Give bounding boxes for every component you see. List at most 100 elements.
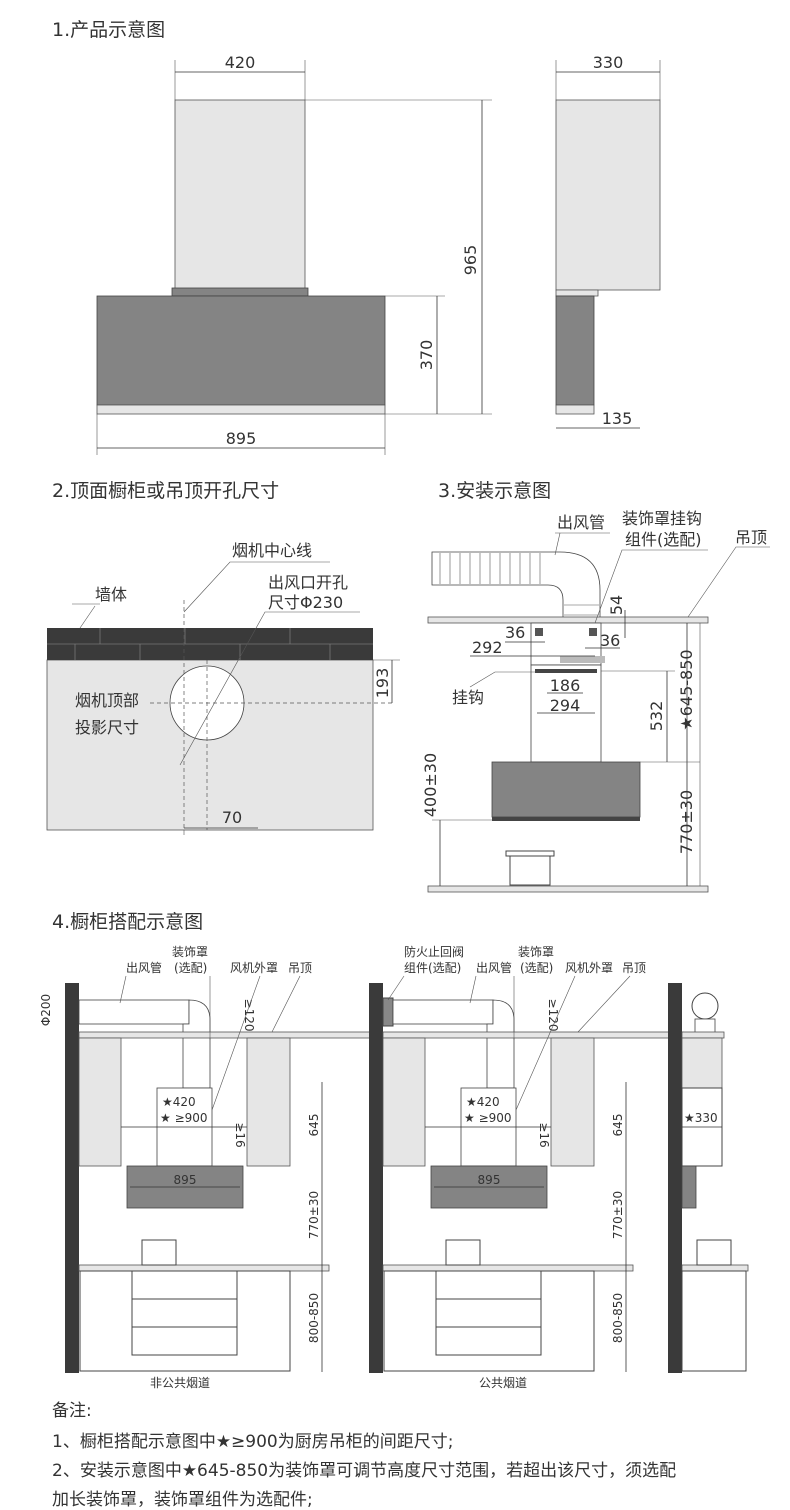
dim-900: ★ ≥900 <box>160 1111 208 1125</box>
label-cover-2: (选配) <box>520 961 553 975</box>
fire-check-valve <box>382 997 394 1027</box>
label-valve-1: 防火止回阀 <box>404 944 464 959</box>
cutout-diagram: 70 193 烟机中心线 墙体 出风口开孔 尺寸Φ230 烟机顶部 投影尺寸 <box>46 541 400 835</box>
stove-top <box>427 885 709 893</box>
label-ceiling: 吊顶 <box>735 528 767 547</box>
label-centerline: 烟机中心线 <box>232 541 312 560</box>
dim-532: 532 <box>647 701 666 732</box>
countertop <box>78 1264 330 1272</box>
dim-phi200: Φ200 <box>39 994 53 1026</box>
ceiling-plate <box>427 616 709 624</box>
install-diagram: ★645-850 770±30 532 400±30 54 36 36 292 … <box>421 509 770 893</box>
cabinet-diagram-side: ★330 <box>668 983 749 1373</box>
note-1: 1、橱柜搭配示意图中★≥900为厨房吊柜的间距尺寸; <box>52 1432 454 1452</box>
label-duct: 出风管 <box>476 960 512 975</box>
dim-900: ★ ≥900 <box>464 1111 512 1125</box>
wall-cabinet-left <box>78 1037 122 1167</box>
dim-420: ★420 <box>466 1095 500 1109</box>
dim-120: ≥120 <box>242 999 256 1032</box>
hook-bar <box>535 669 597 673</box>
label-cover-1: 装饰罩 <box>172 945 208 959</box>
label-projection-2: 投影尺寸 <box>75 718 139 737</box>
label-valve-2: 组件(选配) <box>404 961 461 975</box>
chimney-front <box>174 99 306 291</box>
wall-cabinet-right <box>246 1037 291 1167</box>
side-view: 330 135 <box>555 53 661 429</box>
label-hook: 挂钩 <box>452 688 484 707</box>
chimney-side <box>555 99 661 291</box>
hood-body-side <box>555 295 595 406</box>
hood-body <box>491 761 641 818</box>
note-3: 加长装饰罩，装饰罩组件为选配件; <box>52 1490 313 1510</box>
pot <box>141 1239 177 1266</box>
wall-bricks <box>65 983 79 1373</box>
dim-370: 370 <box>417 340 436 371</box>
dim-16: ≥16 <box>537 1122 551 1147</box>
dim-645: 645 <box>611 1114 625 1137</box>
dim-36a: 36 <box>505 623 525 642</box>
note-2: 2、安装示意图中★645-850为装饰罩可调节高度尺寸范围，若超出该尺寸，须选配 <box>52 1461 677 1481</box>
chimney-base <box>171 287 309 297</box>
label-hook-kit-2: 组件(选配) <box>625 530 702 549</box>
dim-800: 800-850 <box>307 1293 321 1343</box>
dim-420: ★420 <box>162 1095 196 1109</box>
pot <box>445 1239 481 1266</box>
decorative-cover <box>530 664 602 763</box>
dim-800: 800-850 <box>611 1293 625 1343</box>
notes-heading: 备注: <box>52 1401 92 1421</box>
pot <box>509 854 551 886</box>
hood-body-front <box>96 295 386 406</box>
dim-770: 770±30 <box>677 790 696 854</box>
section1-title: 1.产品示意图 <box>52 19 165 41</box>
dim-770: 770±30 <box>611 1191 625 1239</box>
dim-186: 186 <box>550 676 581 695</box>
label-duct: 出风管 <box>126 960 162 975</box>
label-ceiling: 吊顶 <box>622 961 646 975</box>
dim-54: 54 <box>607 595 626 615</box>
dim-895: 895 <box>226 429 257 448</box>
label-cover-2: (选配) <box>174 961 207 975</box>
ceiling <box>382 1031 684 1039</box>
dim-770: 770±30 <box>307 1191 321 1239</box>
dim-294: 294 <box>550 696 581 715</box>
dim-645-850: ★645-850 <box>677 649 696 730</box>
label-duct: 出风管 <box>557 513 605 532</box>
exhaust-duct <box>78 999 190 1025</box>
dim-193: 193 <box>373 668 392 699</box>
exhaust-duct <box>392 999 494 1025</box>
dim-895: 895 <box>478 1173 501 1187</box>
dim-36b: 36 <box>600 631 620 650</box>
dim-965: 965 <box>461 245 480 276</box>
label-fan-cover: 风机外罩 <box>565 961 613 975</box>
cabinet-diagram-private-flue: Φ200 ≥120 ★420 ★ ≥900 ≥16 645 770±30 800… <box>39 945 380 1390</box>
hood-bottom-strip <box>96 404 386 415</box>
section2-title: 2.顶面橱柜或吊顶开孔尺寸 <box>52 480 279 502</box>
caption-public-flue: 公共烟道 <box>479 1376 527 1390</box>
dim-420: 420 <box>225 53 256 72</box>
caption-private-flue: 非公共烟道 <box>150 1376 210 1390</box>
dim-645: 645 <box>307 1114 321 1137</box>
ceiling <box>78 1031 380 1039</box>
dim-135: 135 <box>602 409 633 428</box>
label-wall: 墙体 <box>95 585 127 604</box>
label-outlet-1: 出风口开孔 <box>268 573 348 592</box>
label-cover-1: 装饰罩 <box>518 945 554 959</box>
dim-120: ≥120 <box>546 999 560 1032</box>
front-view: 420 965 370 895 <box>96 53 492 455</box>
dim-292: 292 <box>472 638 503 657</box>
label-fan-cover: 风机外罩 <box>230 961 278 975</box>
dim-400: 400±30 <box>421 753 440 817</box>
dim-16: ≥16 <box>233 1122 247 1147</box>
label-ceiling: 吊顶 <box>288 961 312 975</box>
dim-330: 330 <box>593 53 624 72</box>
section4-title: 4.橱柜搭配示意图 <box>52 911 203 933</box>
label-projection-1: 烟机顶部 <box>75 691 139 710</box>
label-outlet-2: 尺寸Φ230 <box>268 593 343 612</box>
dim-895: 895 <box>174 1173 197 1187</box>
cabinet-diagram-public-flue: ≥120 ★420 ★ ≥900 ≥16 645 770±30 800-850 … <box>369 944 684 1390</box>
dim-70: 70 <box>222 808 242 827</box>
wall-bricks <box>369 983 383 1373</box>
label-hook-kit-1: 装饰罩挂钩 <box>622 509 702 528</box>
section3-title: 3.安装示意图 <box>438 480 551 502</box>
